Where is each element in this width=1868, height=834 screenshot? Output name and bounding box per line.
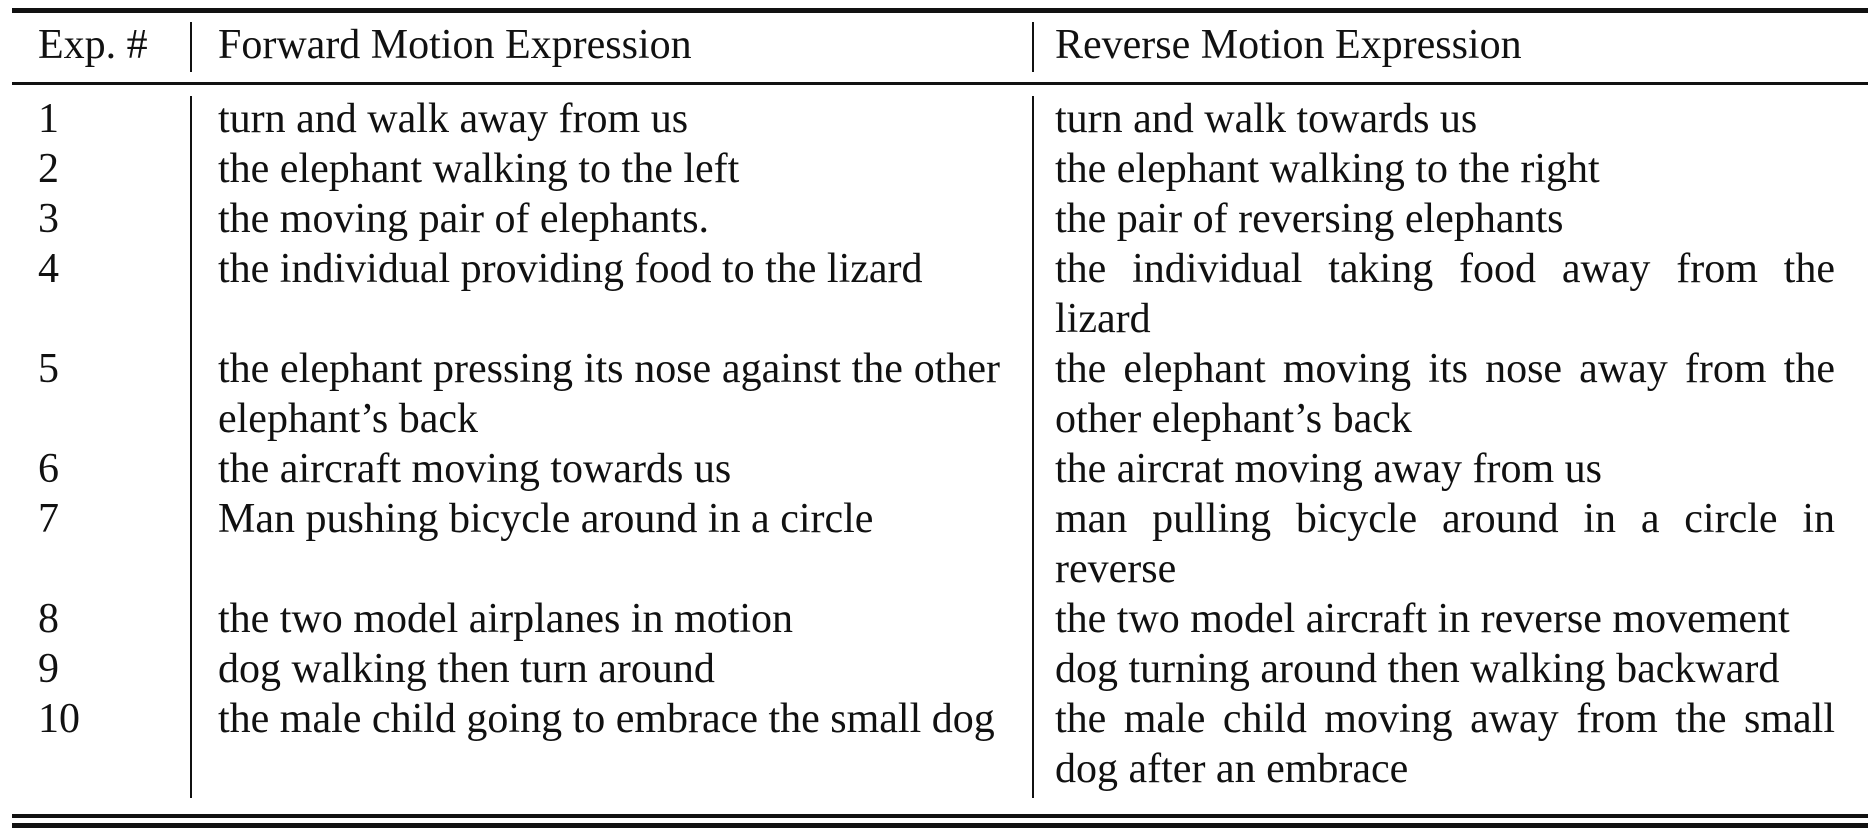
header-divider-1 <box>190 22 192 72</box>
row-6-reverse: the aircrat moving away from us <box>1055 446 1602 492</box>
row-2-reverse: the elephant walking to the right <box>1055 146 1600 192</box>
row-2-forward: the elephant walking to the left <box>218 146 740 192</box>
header-rule <box>12 82 1868 85</box>
body-divider-1 <box>190 96 192 798</box>
row-8-forward: the two model airplanes in motion <box>218 596 794 642</box>
header-exp-number: Exp. # <box>38 22 148 68</box>
row-5-exp: 5 <box>38 346 59 392</box>
row-8-reverse: the two model aircraft in reverse moveme… <box>1055 596 1790 642</box>
top-rule <box>12 8 1868 13</box>
row-4-exp: 4 <box>38 246 59 292</box>
row-1-exp: 1 <box>38 96 59 142</box>
row-5-reverse: the elephant moving its nose away from t… <box>1055 346 1835 442</box>
row-10-exp: 10 <box>38 696 80 742</box>
row-7-exp: 7 <box>38 496 59 542</box>
row-5-forward: the elephant pressing its nose against t… <box>218 346 1000 442</box>
body-divider-2 <box>1032 96 1034 798</box>
bottom-rule-upper <box>12 814 1868 818</box>
bottom-rule-lower <box>12 823 1868 828</box>
row-9-exp: 9 <box>38 646 59 692</box>
row-7-forward: Man pushing bicycle around in a circle <box>218 496 874 542</box>
row-6-forward: the aircraft moving towards us <box>218 446 732 492</box>
row-6-exp: 6 <box>38 446 59 492</box>
header-reverse-expression: Reverse Motion Expression <box>1055 22 1522 68</box>
row-9-reverse: dog turning around then walking backward <box>1055 646 1780 692</box>
row-4-reverse: the individual taking food away from the… <box>1055 246 1835 342</box>
row-3-exp: 3 <box>38 196 59 242</box>
row-1-reverse: turn and walk towards us <box>1055 96 1478 142</box>
row-2-exp: 2 <box>38 146 59 192</box>
row-3-reverse: the pair of reversing elephants <box>1055 196 1564 242</box>
row-3-forward: the moving pair of elephants. <box>218 196 710 242</box>
row-4-forward: the individual providing food to the liz… <box>218 246 923 292</box>
row-1-forward: turn and walk away from us <box>218 96 689 142</box>
row-10-reverse: the male child moving away from the smal… <box>1055 696 1835 792</box>
row-10-forward: the male child going to embrace the smal… <box>218 696 995 742</box>
header-forward-expression: Forward Motion Expression <box>218 22 692 68</box>
row-7-reverse: man pulling bicycle around in a circle i… <box>1055 496 1835 592</box>
row-8-exp: 8 <box>38 596 59 642</box>
header-divider-2 <box>1032 22 1034 72</box>
row-9-forward: dog walking then turn around <box>218 646 715 692</box>
